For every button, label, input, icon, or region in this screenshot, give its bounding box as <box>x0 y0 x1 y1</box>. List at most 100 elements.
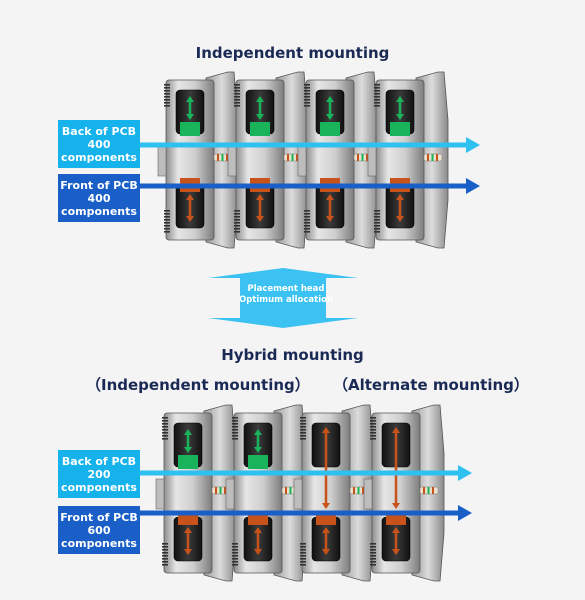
arrow-head <box>392 427 400 433</box>
arrow-head <box>184 549 192 555</box>
label-line: components <box>61 536 137 550</box>
head-rib <box>374 210 380 212</box>
head-rib <box>232 435 238 437</box>
head-rib <box>232 549 238 551</box>
head-rib <box>370 438 376 440</box>
bottom-title: Hybrid mounting <box>221 346 364 364</box>
head-rib <box>374 93 380 95</box>
pcb-flow-arrowhead <box>458 465 472 481</box>
head-rib <box>370 435 376 437</box>
head-rib <box>164 90 170 92</box>
head-rib <box>232 426 238 428</box>
head-rib <box>304 87 310 89</box>
resistor-band <box>436 154 438 161</box>
head-rib <box>234 99 240 101</box>
head-rib <box>232 564 238 566</box>
placement-head <box>367 71 449 249</box>
arrow-head <box>186 194 194 200</box>
head-rib <box>374 99 380 101</box>
head-rib <box>374 228 380 230</box>
head-rib <box>164 105 170 107</box>
resistor-band <box>353 487 355 494</box>
head-rib <box>300 432 306 434</box>
head-rib <box>232 438 238 440</box>
label-count: 400 <box>87 191 111 205</box>
arrow-head <box>392 503 400 509</box>
head-rib <box>162 546 168 548</box>
arrow-head <box>186 114 194 120</box>
head-rib <box>164 228 170 230</box>
top-placement-heads <box>140 71 480 249</box>
back-side-component <box>178 455 198 469</box>
head-rib <box>164 216 170 218</box>
resistor-icon <box>423 153 443 162</box>
resistor-band <box>221 154 224 161</box>
head-rib <box>232 420 238 422</box>
head-rib <box>234 93 240 95</box>
head-rib <box>232 552 238 554</box>
label-line: Back of PCB <box>61 454 137 468</box>
arrow-head <box>396 114 404 120</box>
resistor-icon <box>419 486 439 495</box>
head-rib <box>304 216 310 218</box>
head-rib <box>304 225 310 227</box>
head-rib <box>162 549 168 551</box>
head-rib <box>234 87 240 89</box>
head-rib <box>234 222 240 224</box>
head-rib <box>164 213 170 215</box>
label-count: 600 <box>87 523 111 537</box>
head-rib <box>232 555 238 557</box>
head-rib <box>370 417 376 419</box>
head-rib <box>162 432 168 434</box>
placement-head <box>157 71 239 249</box>
head-rib <box>374 222 380 224</box>
head-rib <box>304 219 310 221</box>
back-side-component <box>248 455 268 469</box>
label-line: Front of PCB <box>60 510 138 524</box>
head-rib <box>370 546 376 548</box>
head-rib <box>370 423 376 425</box>
head-rib <box>374 105 380 107</box>
top-title: Independent mounting <box>195 44 390 62</box>
resistor-band <box>291 154 294 161</box>
bottom-front-of-pcb-label: Front of PCB 600 components <box>58 506 140 554</box>
arrow-head <box>254 447 262 453</box>
arrow-head <box>256 96 264 102</box>
resistor-band <box>224 487 226 494</box>
placement-head <box>227 71 309 249</box>
head-rib <box>234 84 240 86</box>
head-rib <box>304 99 310 101</box>
head-rib <box>304 102 310 104</box>
top-back-of-pcb-label: Back of PCB 400 components <box>58 120 140 168</box>
back-side-component <box>390 122 410 136</box>
head-rib <box>374 216 380 218</box>
head-rib <box>300 546 306 548</box>
head-clip <box>225 478 235 510</box>
arrow-head <box>326 114 334 120</box>
resistor-band <box>427 154 429 161</box>
arrow-head <box>186 216 194 222</box>
head-rib <box>300 555 306 557</box>
head-rib <box>304 213 310 215</box>
head-rib <box>300 561 306 563</box>
arrow-head <box>326 96 334 102</box>
head-rib <box>234 210 240 212</box>
head-clip <box>155 478 165 510</box>
arrow-head <box>322 549 330 555</box>
head-rib <box>374 225 380 227</box>
arrow-head <box>322 427 330 433</box>
head-rib <box>374 219 380 221</box>
arrow-head <box>184 527 192 533</box>
arrow-head <box>254 527 262 533</box>
head-rib <box>370 543 376 545</box>
resistor-band <box>432 487 434 494</box>
label-line: components <box>61 150 137 164</box>
head-rib <box>162 543 168 545</box>
label-count: 400 <box>87 137 111 151</box>
head-rib <box>164 225 170 227</box>
head-rib <box>162 561 168 563</box>
head-rib <box>300 417 306 419</box>
resistor-band <box>357 154 359 161</box>
